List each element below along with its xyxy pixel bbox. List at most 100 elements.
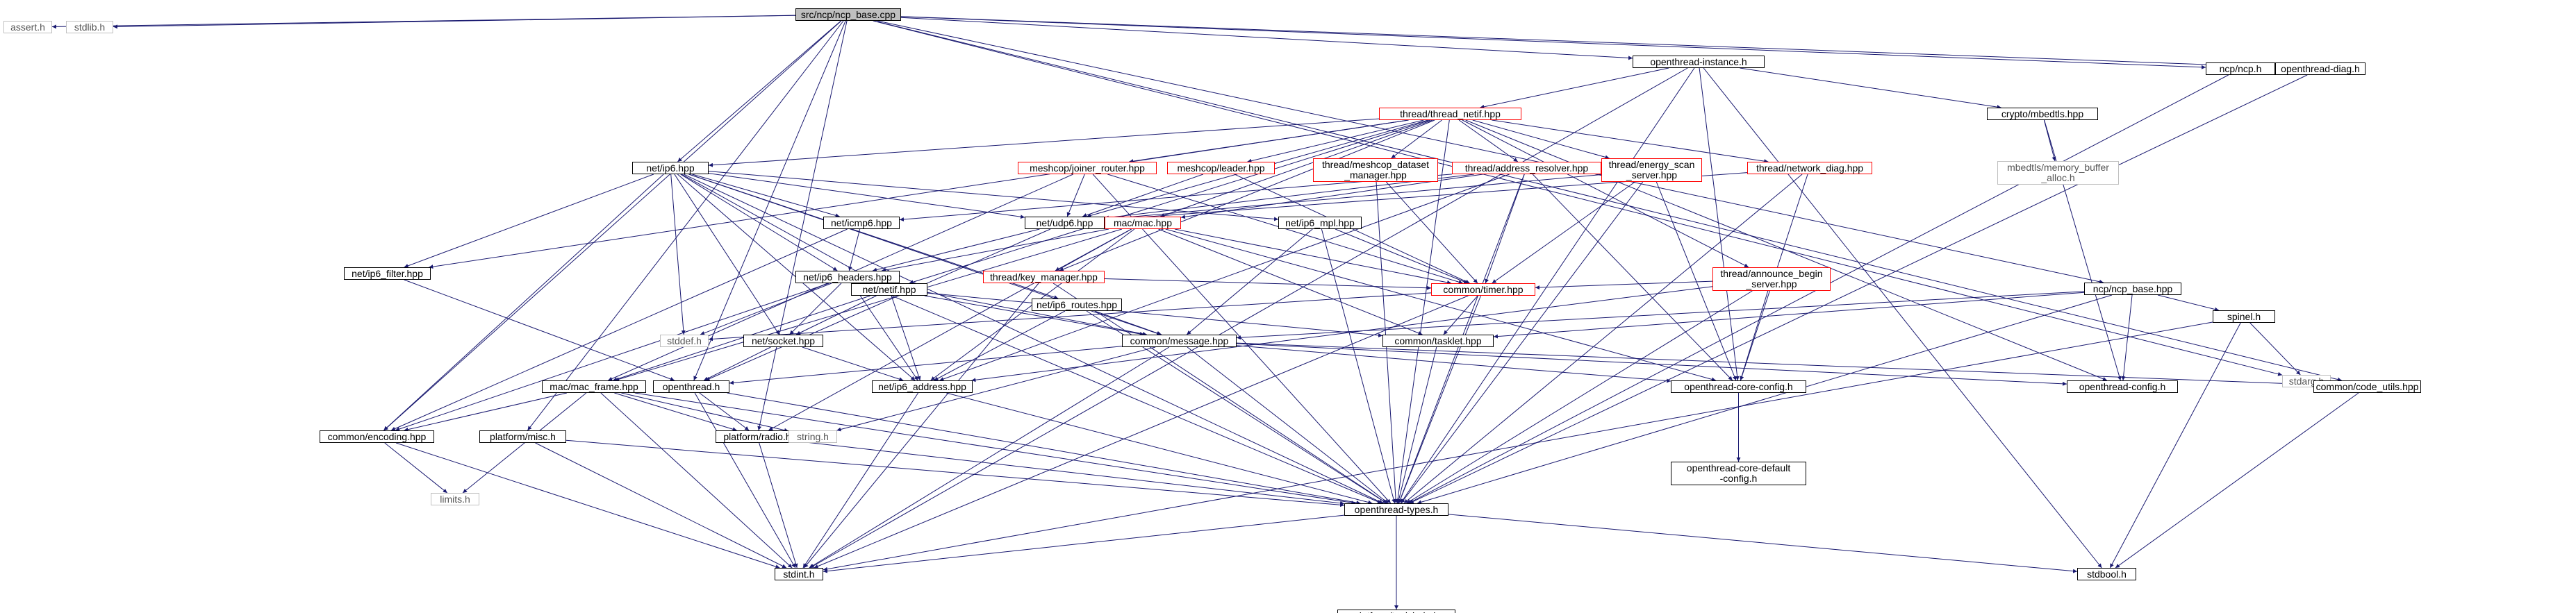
node-ot-core-default[interactable]: openthread-core-default -config.h (1671, 462, 1806, 485)
node-net-ip6-address[interactable]: net/ip6_address.hpp (872, 380, 973, 393)
node-stdint-h[interactable]: stdint.h (775, 568, 823, 580)
node-thread-netif[interactable]: thread/thread_netif.hpp (1379, 108, 1521, 120)
node-net-netif[interactable]: net/netif.hpp (851, 283, 927, 296)
dependency-edge-net_netif-to-net_socket (795, 295, 877, 335)
dependency-edge-key_manager-to-ot_types (1052, 283, 1387, 504)
dependency-edge-thread_netif-to-net_ip6 (708, 118, 1380, 167)
dependency-edge-net_icmp6-to-common_encoding (390, 228, 848, 431)
node-mbedtls-membuf[interactable]: mbedtls/memory_buffer _alloc.h (1997, 161, 2119, 185)
node-energy-scan[interactable]: thread/energy_scan _server.hpp (1601, 158, 1702, 182)
dependency-edge-thread_netif-to-meshcop_dataset (1391, 119, 1442, 159)
node-string-h[interactable]: string.h (789, 430, 837, 443)
dependency-edge-ncp_base_cpp-to-net_ip6 (677, 20, 841, 162)
node-net-ip6[interactable]: net/ip6.hpp (632, 162, 709, 174)
dependency-edge-net_udp6-to-openthread_h (705, 228, 1051, 381)
node-net-socket[interactable]: net/socket.hpp (743, 335, 823, 347)
node-ot-instance[interactable]: openthread-instance.h (1633, 56, 1765, 68)
dependency-edge-mac_mac-to-common_timer (1174, 228, 1452, 285)
node-stddef-h[interactable]: stddef.h (660, 335, 709, 347)
dependency-edge-energy_scan-to-ot_core_config (1656, 181, 1737, 381)
dependency-edge-energy_scan-to-common_timer (1492, 181, 1635, 284)
node-net-icmp6[interactable]: net/icmp6.hpp (823, 217, 900, 229)
dependency-edge-net_ip6-to-common_message (688, 174, 1162, 335)
dependency-edge-ot_types-to-stdbool_h (1448, 514, 2078, 573)
node-ncp-base-cpp[interactable]: src/ncp/ncp_base.cpp (795, 8, 901, 21)
dependency-edge-thread_netif-to-net_ip6_filter (429, 119, 1409, 269)
node-code-utils[interactable]: common/code_utils.hpp (2313, 380, 2421, 393)
dependency-edge-key_manager-to-stdint_h (804, 283, 1039, 569)
dependency-edge-net_icmp6-to-net_ip6_headers (848, 228, 861, 271)
node-ot-core-config[interactable]: openthread-core-config.h (1671, 380, 1806, 393)
node-platform-toolchain[interactable]: platform/toolchain.h (1337, 610, 1455, 613)
dependency-edge-ot_diag-to-ot_types (1409, 74, 2308, 504)
dependency-edge-ncp_base_hpp-to-ot_types (1417, 294, 2113, 505)
dependency-edge-common_timer-to-stddef_h (708, 292, 1432, 342)
node-assert-h[interactable]: assert.h (3, 21, 52, 33)
node-ncp-base-hpp[interactable]: ncp/ncp_base.hpp (2084, 283, 2181, 295)
node-common-timer[interactable]: common/timer.hpp (1431, 283, 1535, 296)
node-net-ip6-mpl[interactable]: net/ip6_mpl.hpp (1278, 217, 1362, 229)
node-common-encoding[interactable]: common/encoding.hpp (320, 430, 434, 443)
dependency-edge-net_ip6_headers-to-stddef_h (700, 283, 832, 335)
dependency-edge-net_netif-to-common_tasklet (927, 292, 1383, 337)
dependency-edge-net_netif-to-mac_frame (613, 295, 870, 381)
node-net-ip6-headers[interactable]: net/ip6_headers.hpp (795, 271, 900, 283)
dependency-edge-energy_scan-to-ot_types (1401, 181, 1644, 504)
node-meshcop-dataset[interactable]: thread/meshcop_dataset _manager.hpp (1313, 158, 1438, 182)
dependency-edge-mac_frame-to-stdint_h (600, 392, 793, 569)
dependency-edge-ncp_base_cpp-to-ot_instance (900, 17, 1633, 60)
dependency-edge-thread_netif-to-ot_types (1396, 119, 1450, 504)
node-common-message[interactable]: common/message.hpp (1122, 335, 1237, 347)
dependency-edge-meshcop_leader-to-net_udp6 (1082, 174, 1204, 217)
node-platform-misc[interactable]: platform/misc.h (479, 430, 566, 443)
node-meshcop-leader[interactable]: meshcop/leader.hpp (1167, 162, 1275, 174)
node-announce-begin[interactable]: thread/announce_begin _server.hpp (1712, 267, 1831, 291)
node-common-tasklet[interactable]: common/tasklet.hpp (1382, 335, 1494, 347)
node-ot-diag[interactable]: openthread-diag.h (2275, 62, 2366, 75)
dependency-edge-net_ip6_headers-to-common_encoding (395, 283, 829, 431)
dependency-edge-mac_mac-to-platform_radio (768, 228, 1132, 431)
node-openthread-h[interactable]: openthread.h (653, 380, 729, 393)
dependency-edge-ncp_base_hpp-to-ot_config (2121, 294, 2133, 381)
dependency-edge-joiner_router-to-net_udp6 (1066, 174, 1085, 217)
node-platform-radio[interactable]: platform/radio.h (716, 430, 799, 443)
node-net-ip6-filter[interactable]: net/ip6_filter.hpp (344, 267, 431, 280)
dependency-edge-mac_frame-to-ot_types (634, 392, 1356, 505)
node-spinel-h[interactable]: spinel.h (2213, 310, 2275, 323)
dependency-edge-net_socket-to-net_ip6_address (802, 346, 904, 381)
dependency-edge-mac_frame-to-platform_radio (614, 392, 737, 432)
node-limits-h[interactable]: limits.h (431, 493, 479, 505)
node-mac-mac[interactable]: mac/mac.hpp (1105, 217, 1181, 229)
dependency-edge-crypto_mbedtls-to-ot_config (2044, 119, 2122, 381)
node-stdlib-h[interactable]: stdlib.h (66, 21, 113, 33)
dependency-edge-net_ip6_address-to-stdint_h (802, 392, 918, 569)
dependency-edge-ot_instance-to-stdbool_h (1703, 67, 2102, 569)
dependency-edge-announce_begin-to-common_timer (1535, 280, 1713, 290)
dependency-edge-ncp_base_cpp-to-ncp_h (900, 16, 2206, 69)
dependency-edge-ncp_base_cpp-to-platform_misc (527, 20, 844, 431)
dependency-edge-ncp_base_cpp-to-common_encoding (383, 20, 842, 431)
node-ot-config[interactable]: openthread-config.h (2067, 380, 2178, 393)
node-stdbool-h[interactable]: stdbool.h (2077, 568, 2136, 580)
dependency-edge-thread_netif-to-ot_config (1465, 119, 2108, 381)
dependency-edge-ncp_base_cpp-to-openthread_h (693, 20, 846, 381)
node-net-udp6[interactable]: net/udp6.hpp (1025, 217, 1105, 229)
node-address-resolver[interactable]: thread/address_resolver.hpp (1452, 162, 1601, 174)
node-joiner-router[interactable]: meshcop/joiner_router.hpp (1018, 162, 1157, 174)
dependency-edge-net_ip6-to-net_ip6_filter (404, 174, 654, 268)
node-network-diag[interactable]: thread/network_diag.hpp (1747, 162, 1872, 174)
dependency-edge-ot_instance-to-stdint_h (809, 67, 1688, 569)
node-key-manager[interactable]: thread/key_manager.hpp (983, 271, 1105, 283)
node-crypto-mbedtls[interactable]: crypto/mbedtls.hpp (1987, 108, 2098, 120)
dependency-edge-common_timer-to-ot_types (1398, 295, 1481, 504)
dependency-edge-code_utils-to-stdbool_h (2115, 392, 2359, 569)
dependency-edge-thread_netif-to-net_netif (909, 119, 1430, 285)
node-ncp-h[interactable]: ncp/ncp.h (2206, 62, 2275, 75)
dependency-edge-spinel_h-to-stdarg_h (2249, 322, 2301, 376)
dependency-edge-mac_mac-to-mac_frame (614, 228, 1123, 382)
node-net-ip6-routes[interactable]: net/ip6_routes.hpp (1032, 299, 1122, 311)
node-mac-frame[interactable]: mac/mac_frame.hpp (542, 380, 646, 393)
node-ot-types[interactable]: openthread-types.h (1344, 503, 1448, 516)
dependency-edge-address_resolver-to-common_timer (1485, 174, 1525, 284)
